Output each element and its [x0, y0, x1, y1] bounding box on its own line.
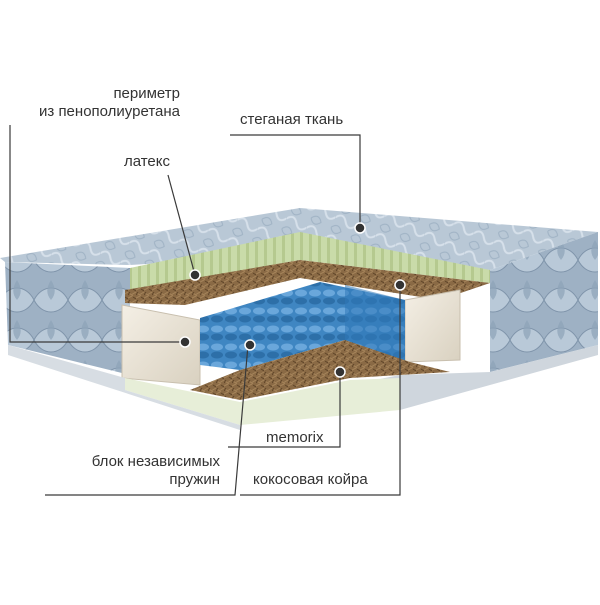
label-perimeter-line2: из пенополиуретана [39, 103, 180, 120]
leader-spring [45, 344, 249, 496]
perimeter-foam-right [404, 289, 461, 363]
spring-block-inner [345, 285, 405, 360]
memorix-layer [125, 378, 400, 425]
leader-perimeter [9, 125, 185, 343]
label-latex: латекс [123, 153, 170, 170]
coir-top-layer [125, 260, 490, 305]
leader-latex [167, 174, 196, 276]
label-memorix: memorix [266, 429, 324, 446]
latex-layer [130, 232, 490, 290]
marker-memorix [334, 366, 346, 378]
leader-coir [240, 285, 401, 496]
marker-coir [394, 279, 406, 291]
leader-fabric [230, 134, 361, 228]
label-spring-block-line1: блок независимых [91, 453, 220, 470]
mattress-right-front [350, 345, 598, 410]
marker-spring [244, 339, 256, 351]
marker-perimeter [179, 336, 191, 348]
mattress-right-side [490, 232, 598, 372]
mattress-bottom-edge [8, 345, 240, 430]
label-perimeter-line1: периметр [113, 85, 180, 102]
marker-latex [189, 269, 201, 281]
label-quilted-fabric: стеганая ткань [240, 111, 344, 128]
marker-fabric [354, 222, 366, 234]
perimeter-foam-left [121, 304, 201, 386]
leader-memorix [228, 372, 341, 448]
coir-bottom-layer [190, 340, 450, 400]
label-spring-block-line2: пружин [169, 471, 220, 488]
mattress-left-side [5, 262, 130, 375]
label-coconut-coir: кокосовая койра [253, 471, 368, 488]
